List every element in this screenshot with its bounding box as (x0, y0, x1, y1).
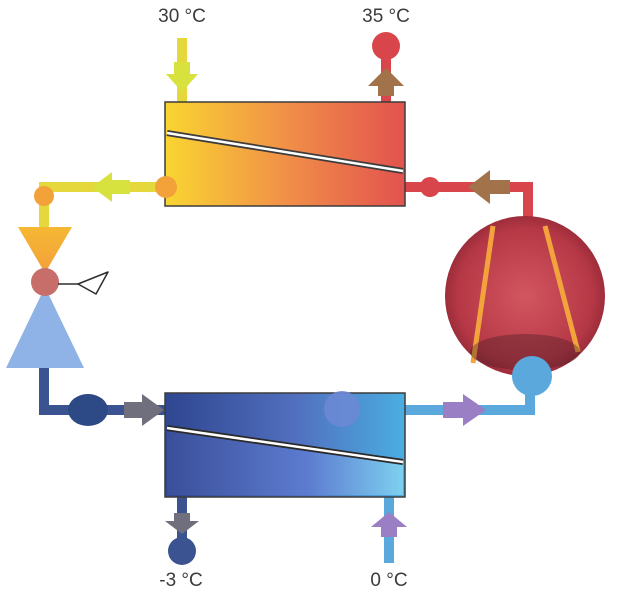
expansion-valve (6, 227, 109, 368)
condenser-inlet-temp: 30 °C (158, 6, 206, 27)
evaporator-bubble (324, 391, 360, 427)
evaporator (164, 391, 406, 498)
liquid-flow-arrow-icon (92, 172, 130, 202)
discharge-line-pipe (405, 182, 533, 225)
evaporator-inlet-arrow-icon (371, 512, 407, 537)
condenser (164, 101, 406, 207)
condenser-outlet-arrow-icon (368, 68, 404, 96)
suction-flow-arrow-icon (443, 394, 486, 426)
discharge-flow-arrow-icon (468, 170, 510, 204)
condenser-inlet-arrow-icon (166, 62, 198, 92)
compressor (445, 216, 605, 376)
junction-dots (34, 32, 552, 565)
evaporator-outlet-temp: -3 °C (159, 570, 203, 591)
evaporator-inlet-flow-arrow-icon (124, 394, 164, 426)
temperature-labels: 30 °C 35 °C -3 °C 0 °C (158, 6, 410, 591)
evaporator-inlet-temp: 0 °C (370, 570, 407, 591)
flow-arrows (92, 62, 510, 537)
evaporator-outlet-arrow-icon (165, 513, 199, 534)
valve-handle-icon (77, 271, 109, 295)
condenser-outlet-temp: 35 °C (362, 6, 410, 27)
